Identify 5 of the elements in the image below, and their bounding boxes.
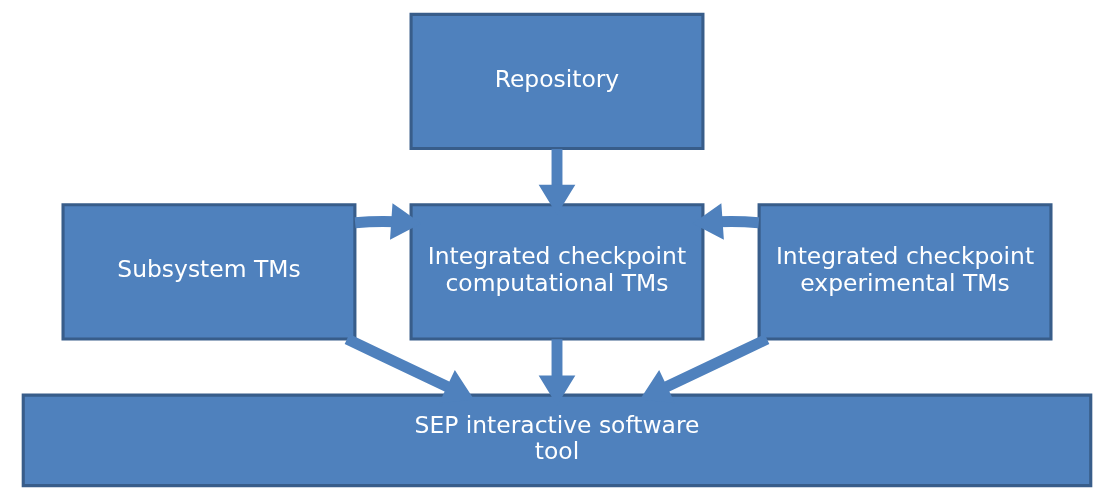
node-box: Repository xyxy=(409,12,704,151)
node-box: Integrated checkpoint computational TMs xyxy=(409,203,704,341)
node-box: Integrated checkpoint experimental TMs xyxy=(757,203,1052,341)
node-box: SEP interactive software tool xyxy=(21,393,1092,488)
node-box: Subsystem TMs xyxy=(61,203,356,341)
